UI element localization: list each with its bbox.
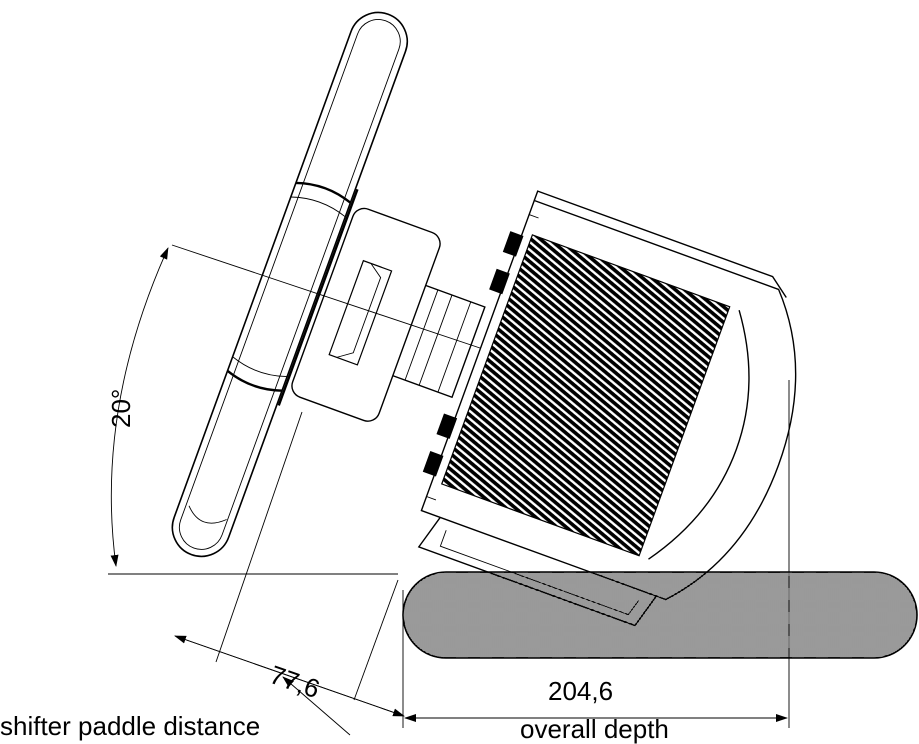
depth-caption: overall depth	[520, 714, 669, 744]
base-plate	[402, 571, 918, 659]
depth-dimension: 204,6 overall depth	[402, 380, 790, 744]
heatsink-fins	[440, 234, 731, 557]
paddle-distance-caption: shifter paddle distance	[0, 711, 260, 741]
angle-dimension: 20°	[106, 244, 481, 575]
depth-value: 204,6	[548, 676, 613, 706]
paddle-distance-value: 77,6	[266, 659, 324, 704]
angle-label: 20°	[106, 389, 136, 428]
paddle-distance-dimension: 77,6 shifter paddle distance	[0, 411, 405, 741]
